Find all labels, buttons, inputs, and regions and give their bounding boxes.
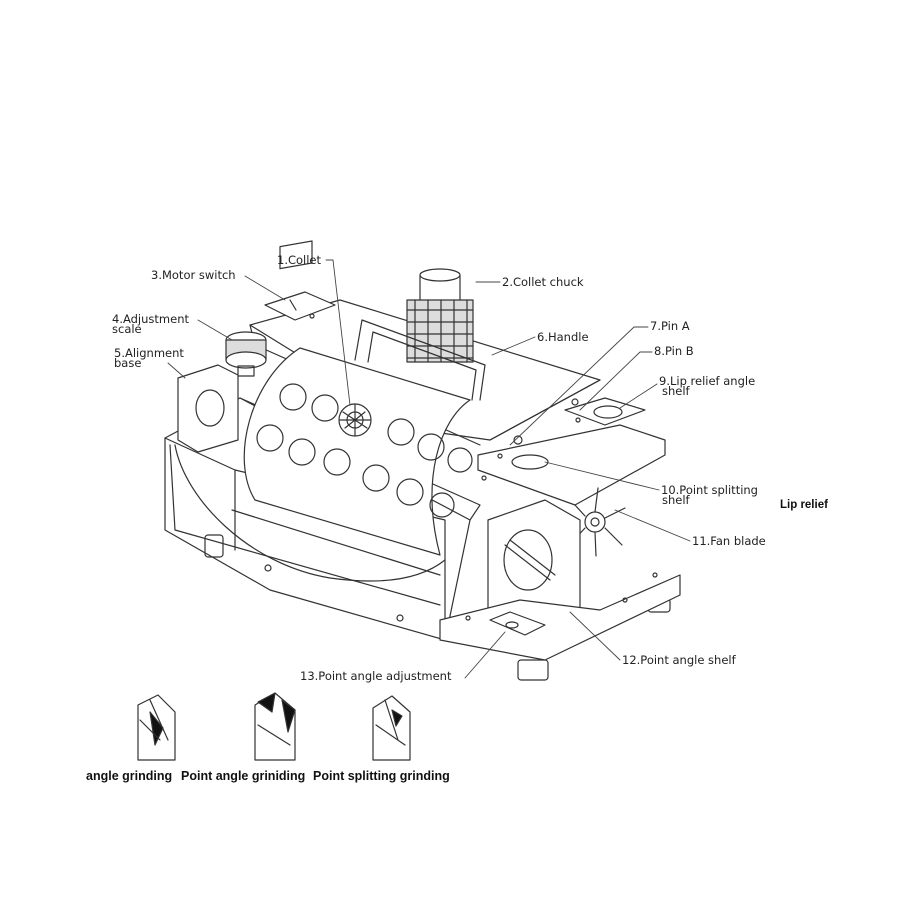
leader-pin-a [509, 326, 649, 446]
caption-point-splitting-grinding: Point splitting grinding [313, 769, 450, 783]
leader-collet [325, 259, 351, 406]
leader-fan-blade [614, 509, 691, 542]
leader-lip-relief-shelf [619, 383, 658, 409]
label-point-splitting-shelf-line2: shelf [662, 493, 690, 507]
label-lip-relief-shelf-line1: 9.Lip relief angle [659, 374, 756, 388]
leader-alignment-base [167, 362, 186, 379]
adjustment-scale-knob-icon [225, 331, 267, 377]
label-point-angle-adjustment: 13.Point angle adjustment [300, 669, 452, 683]
label-collet: 1.Collet [277, 253, 322, 267]
foot-front [517, 659, 549, 681]
label-alignment-base-line2: base [114, 356, 142, 370]
label-handle: 6.Handle [537, 330, 589, 344]
label-fan-blade: 11.Fan blade [692, 534, 766, 548]
label-point-splitting-shelf-line1: 10.Point splitting [661, 483, 758, 497]
label-point-angle-shelf: 12.Point angle shelf [622, 653, 736, 667]
point-splitting-shelf-icon [481, 435, 549, 481]
angle-grinding-drill-icon [137, 694, 176, 761]
label-adjustment-scale-line2: scale [112, 322, 142, 336]
label-collet-chuck: 2.Collet chuck [502, 275, 584, 289]
collet-icon [338, 403, 372, 437]
caption-lip-relief: Lip relief [780, 499, 828, 511]
leader-point-angle-shelf [569, 611, 621, 661]
body-screw [396, 614, 404, 622]
label-pin-a: 7.Pin A [650, 319, 690, 333]
leader-point-angle-adjustment [464, 631, 506, 679]
base-plate [439, 572, 681, 661]
leader-motor-switch [244, 275, 286, 301]
label-motor-switch: 3.Motor switch [151, 268, 236, 282]
motor-switch-icon [264, 240, 336, 321]
fan-blade-icon [573, 487, 626, 557]
point-splitting-grinding-drill-icon [372, 695, 411, 761]
body-screw [264, 564, 272, 572]
grinding-guard [174, 347, 473, 582]
label-lip-relief-shelf-line2: shelf [662, 384, 690, 398]
caption-angle-grinding: angle grinding [86, 769, 173, 783]
label-alignment-base-line1: 5.Alignment [114, 346, 184, 360]
label-adjustment-scale-line1: 4.Adjustment [112, 312, 189, 326]
foot-left [204, 534, 224, 558]
alignment-base-icon [177, 364, 239, 453]
handle-icon [354, 319, 486, 401]
collet-chuck-icon [406, 268, 474, 363]
guard-holes [256, 383, 473, 518]
leader-point-splitting-shelf [544, 461, 660, 491]
point-angle-grinding-drill-icon [254, 692, 296, 761]
label-pin-b: 8.Pin B [654, 344, 694, 358]
leader-handle [491, 336, 536, 356]
caption-point-angle-grinding: Point angle griniding [181, 769, 306, 783]
leader-pin-b [579, 351, 653, 411]
leader-adjustment-scale [197, 319, 233, 341]
leader-lines [167, 259, 691, 679]
